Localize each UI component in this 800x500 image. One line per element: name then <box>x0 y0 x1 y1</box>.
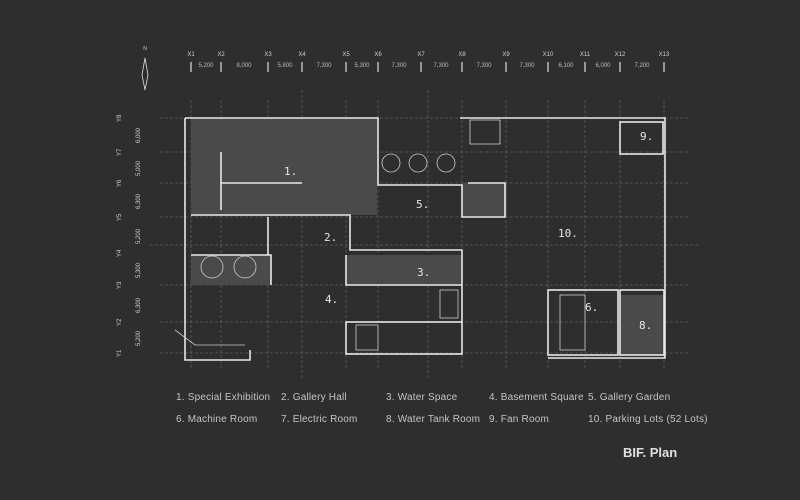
grid-label-x3: X3 <box>264 52 272 58</box>
legend-item: 10. Parking Lots (52 Lots) <box>588 414 708 425</box>
grid-label-y3: Y3 <box>117 281 123 289</box>
dim-x: 7,300 <box>476 63 492 69</box>
dim-x: 7,300 <box>316 63 332 69</box>
north-arrow <box>141 57 149 91</box>
grid-label-x13: X13 <box>658 52 670 58</box>
grid-axis-markers <box>190 62 665 72</box>
room-tag-5: 5. <box>416 198 430 211</box>
grid-label-x2: X2 <box>217 52 225 58</box>
legend-item: 3. Water Space <box>386 392 458 403</box>
legend-item: 2. Gallery Hall <box>281 392 347 403</box>
room-tag-10: 10. <box>558 227 578 240</box>
grid-label-y8: Y8 <box>117 114 123 122</box>
dim-y: 5,300 <box>136 262 142 278</box>
dim-y: 6,300 <box>136 297 142 313</box>
grid-label-x1: X1 <box>187 52 195 58</box>
legend-item: 6. Machine Room <box>176 414 258 425</box>
fixtures <box>174 119 586 351</box>
grid-label-x8: X8 <box>458 52 466 58</box>
dim-y: 6,300 <box>136 193 142 209</box>
grid-label-y4: Y4 <box>117 249 123 257</box>
dim-y: 5,200 <box>136 330 142 346</box>
grid-label-y2: Y2 <box>117 318 123 326</box>
dim-x: 5,200 <box>198 63 214 69</box>
grid-label-x5: X5 <box>342 52 350 58</box>
grid-label-x7: X7 <box>417 52 425 58</box>
grid-label-y5: Y5 <box>117 213 123 221</box>
legend-item: 4. Basement Square <box>489 392 584 403</box>
room-tag-6: 6. <box>585 301 599 314</box>
legend-item: 1. Special Exhibition <box>176 392 271 403</box>
dim-y: 6,000 <box>136 127 142 143</box>
walls <box>184 117 666 361</box>
dim-x: 7,300 <box>391 63 407 69</box>
room-tag-1: 1. <box>284 165 298 178</box>
grid-label-y7: Y7 <box>117 148 123 156</box>
grid-label-x11: X11 <box>579 52 591 58</box>
grid-label-x9: X9 <box>502 52 510 58</box>
dim-x: 6,100 <box>558 63 574 69</box>
grid-label-x10: X10 <box>542 52 554 58</box>
room-tag-3: 3. <box>417 266 431 279</box>
dim-x: 5,800 <box>277 63 293 69</box>
dim-x: 8,000 <box>236 63 252 69</box>
dim-x: 5,300 <box>354 63 370 69</box>
dim-x: 7,200 <box>634 63 650 69</box>
legend-item: 7. Electric Room <box>281 414 358 425</box>
north-label: N <box>143 46 147 52</box>
dim-x: 6,000 <box>595 63 611 69</box>
room-fills <box>191 118 664 355</box>
dim-y: 5,200 <box>136 228 142 244</box>
dim-y: 5,000 <box>136 160 142 176</box>
dim-x: 7,300 <box>433 63 449 69</box>
room-tag-4: 4. <box>325 293 339 306</box>
dim-x: 7,300 <box>519 63 535 69</box>
plan-title: BIF. Plan <box>623 445 678 460</box>
room-tag-8: 8. <box>639 319 653 332</box>
grid-label-x12: X12 <box>614 52 626 58</box>
room-tag-2: 2. <box>324 231 338 244</box>
room-tag-9: 9. <box>640 130 654 143</box>
legend-item: 8. Water Tank Room <box>386 414 481 425</box>
grid-label-x4: X4 <box>298 52 306 58</box>
legend-item: 5. Gallery Garden <box>588 392 671 403</box>
grid-label-x6: X6 <box>374 52 382 58</box>
grid-label-y6: Y6 <box>117 179 123 187</box>
grid-label-y1: Y1 <box>117 349 123 357</box>
legend-item: 9. Fan Room <box>489 414 550 425</box>
